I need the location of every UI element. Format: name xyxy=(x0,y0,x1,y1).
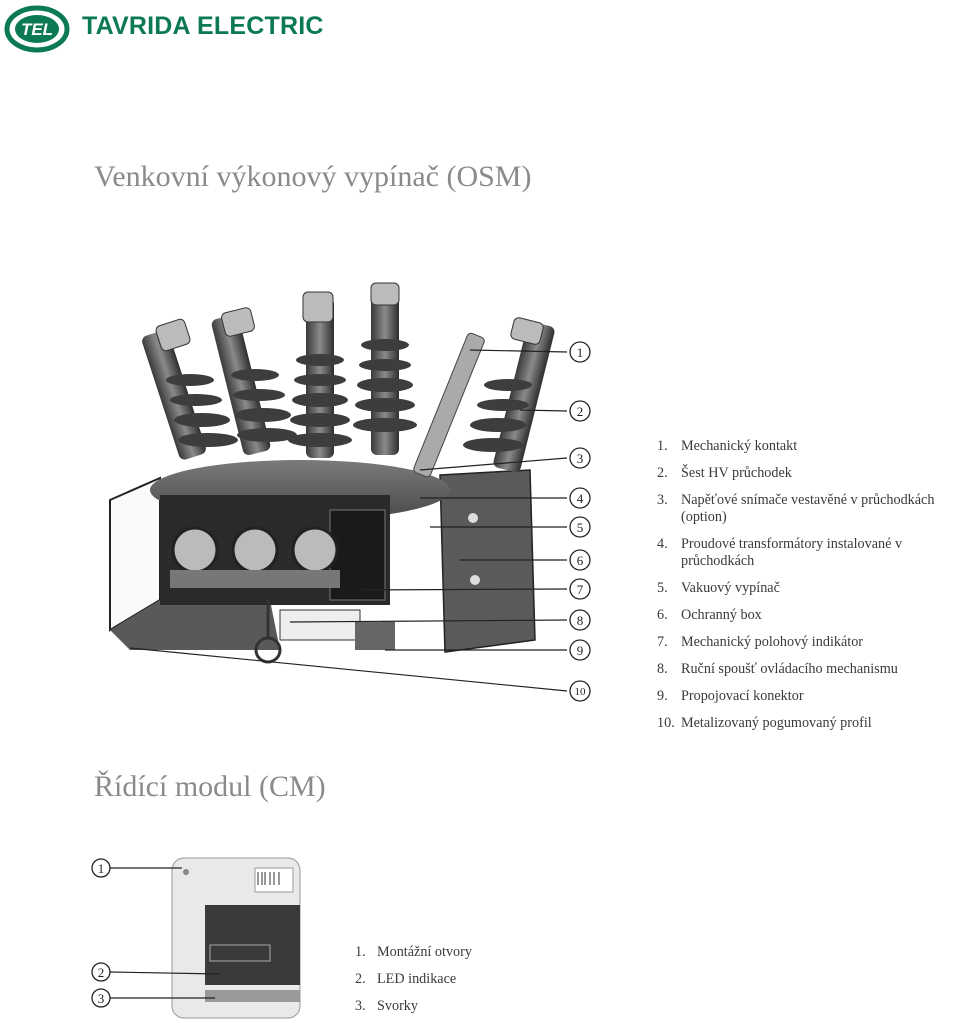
list-item: 3.Napěťové snímače vestavěné v průchodká… xyxy=(657,492,935,525)
list-item: 2.LED indikace xyxy=(355,971,457,987)
list-item: 10.Metalizovaný pogumovaný profil xyxy=(657,715,872,731)
svg-text:TEL: TEL xyxy=(21,20,53,39)
list-item: 7.Mechanický polohový indikátor xyxy=(657,634,864,650)
osm-legend: 1.Mechanický kontakt 2.Šest HV průchodek… xyxy=(657,438,957,732)
list-item: 5.Vakuový vypínač xyxy=(657,580,780,596)
cm-legend: 1.Montážní otvory 2.LED indikace 3.Svork… xyxy=(355,944,655,1025)
osm-callout-8: 8 xyxy=(577,613,584,628)
list-item: 9.Propojovací konektor xyxy=(657,688,804,704)
list-item: 1.Mechanický kontakt xyxy=(657,438,798,454)
osm-callout-3: 3 xyxy=(577,451,584,466)
osm-callout-2: 2 xyxy=(577,404,584,419)
cm-callout-2: 2 xyxy=(98,965,105,980)
osm-callout-5: 5 xyxy=(577,520,584,535)
cm-illustration xyxy=(171,857,301,1019)
tel-logo-icon: TEL xyxy=(4,5,70,53)
list-item: 3.Svorky xyxy=(355,998,418,1014)
list-item: 1.Montážní otvory xyxy=(355,944,472,960)
cm-callout-3: 3 xyxy=(98,991,105,1006)
cm-callout-1: 1 xyxy=(98,861,105,876)
brand-logo: TEL TAVRIDA ELECTRIC xyxy=(4,4,324,54)
osm-callout-6: 6 xyxy=(577,553,584,568)
cm-section-title: Řídící modul (CM) xyxy=(94,770,326,803)
list-item: 4.Proudové transformátory instalované v … xyxy=(657,536,903,569)
osm-callout-1: 1 xyxy=(577,345,584,360)
list-item: 6.Ochranný box xyxy=(657,607,762,623)
list-item: 2.Šest HV průchodek xyxy=(657,465,792,481)
brand-name: TAVRIDA ELECTRIC xyxy=(82,12,324,40)
osm-callout-10: 10 xyxy=(575,686,587,698)
osm-callout-4: 4 xyxy=(577,491,584,506)
osm-callout-7: 7 xyxy=(577,582,584,597)
osm-callout-9: 9 xyxy=(577,643,584,658)
list-item: 8.Ruční spoušť ovládacího mechanismu xyxy=(657,661,898,677)
osm-section-title: Venkovní výkonový vypínač (OSM) xyxy=(94,160,532,193)
